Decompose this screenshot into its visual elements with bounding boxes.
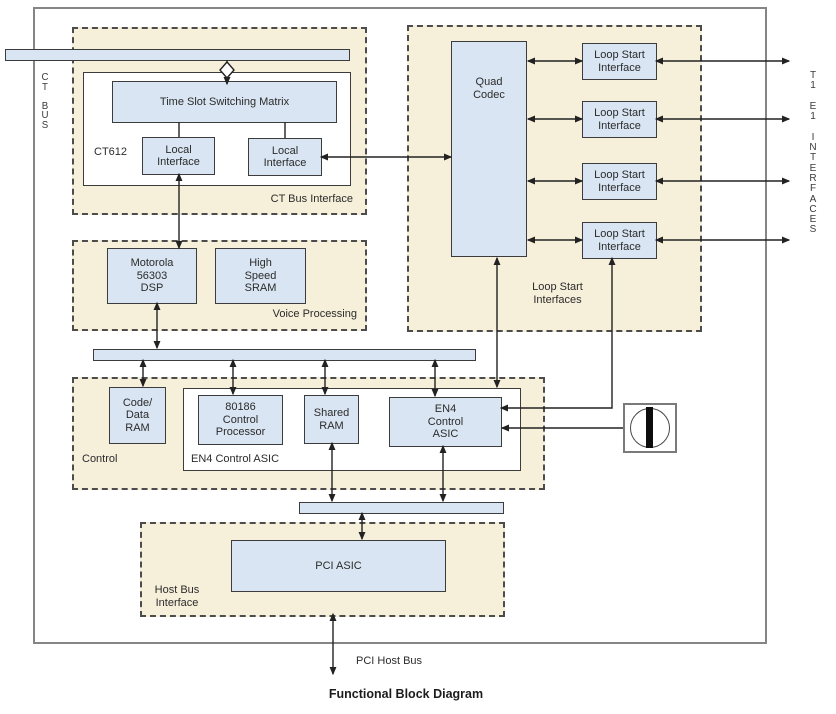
t1-e1-interfaces-side-label: T 1 E 1 I N T E R F A C E S bbox=[809, 70, 817, 236]
80186-control-processor-box: 80186 Control Processor bbox=[198, 395, 283, 445]
en4-control-asic-box: EN4 Control ASIC bbox=[389, 397, 502, 447]
motorola-dsp-box: Motorola 56303 DSP bbox=[107, 248, 197, 304]
oscillator-crystal-bar-icon bbox=[646, 407, 653, 448]
local-bus-bar bbox=[93, 349, 476, 361]
pci-asic-box: PCI ASIC bbox=[231, 540, 446, 592]
ct-bus-side-label: C T B U S bbox=[41, 72, 49, 131]
local-interface-left-box: Local Interface bbox=[142, 137, 215, 175]
host-bus-bar bbox=[299, 502, 504, 514]
voice-processing-panel-label: Voice Processing bbox=[272, 308, 357, 320]
high-speed-sram-box: High Speed SRAM bbox=[215, 248, 306, 304]
code-data-ram-box: Code/ Data RAM bbox=[109, 387, 166, 444]
diagram-title: Functional Block Diagram bbox=[328, 687, 484, 701]
host-bus-interface-panel-label: Host Bus Interface bbox=[154, 584, 200, 609]
ct-bus-interface-panel-label: CT Bus Interface bbox=[270, 193, 353, 205]
loop-start-interface-box-2: Loop Start Interface bbox=[582, 101, 657, 138]
local-interface-right-box: Local Interface bbox=[248, 138, 322, 176]
loop-start-interface-box-3: Loop Start Interface bbox=[582, 163, 657, 200]
outer-border bbox=[33, 7, 767, 644]
ct-bus-bar bbox=[5, 49, 350, 61]
ct612-chip-label: CT612 bbox=[94, 146, 128, 158]
loop-start-interface-box-1: Loop Start Interface bbox=[582, 43, 657, 80]
en4-control-asic-group-label: EN4 Control ASIC bbox=[191, 453, 280, 465]
shared-ram-box: Shared RAM bbox=[304, 395, 359, 444]
time-slot-switching-matrix-box: Time Slot Switching Matrix bbox=[112, 81, 337, 123]
quad-codec-box: Quad Codec bbox=[451, 41, 527, 257]
loop-start-interface-box-4: Loop Start Interface bbox=[582, 222, 657, 259]
loop-start-interfaces-panel-label: Loop Start Interfaces bbox=[532, 281, 583, 306]
pci-host-bus-label: PCI Host Bus bbox=[356, 655, 423, 667]
control-panel-label: Control bbox=[82, 453, 118, 465]
crystal-oscillator-icon bbox=[623, 403, 677, 453]
